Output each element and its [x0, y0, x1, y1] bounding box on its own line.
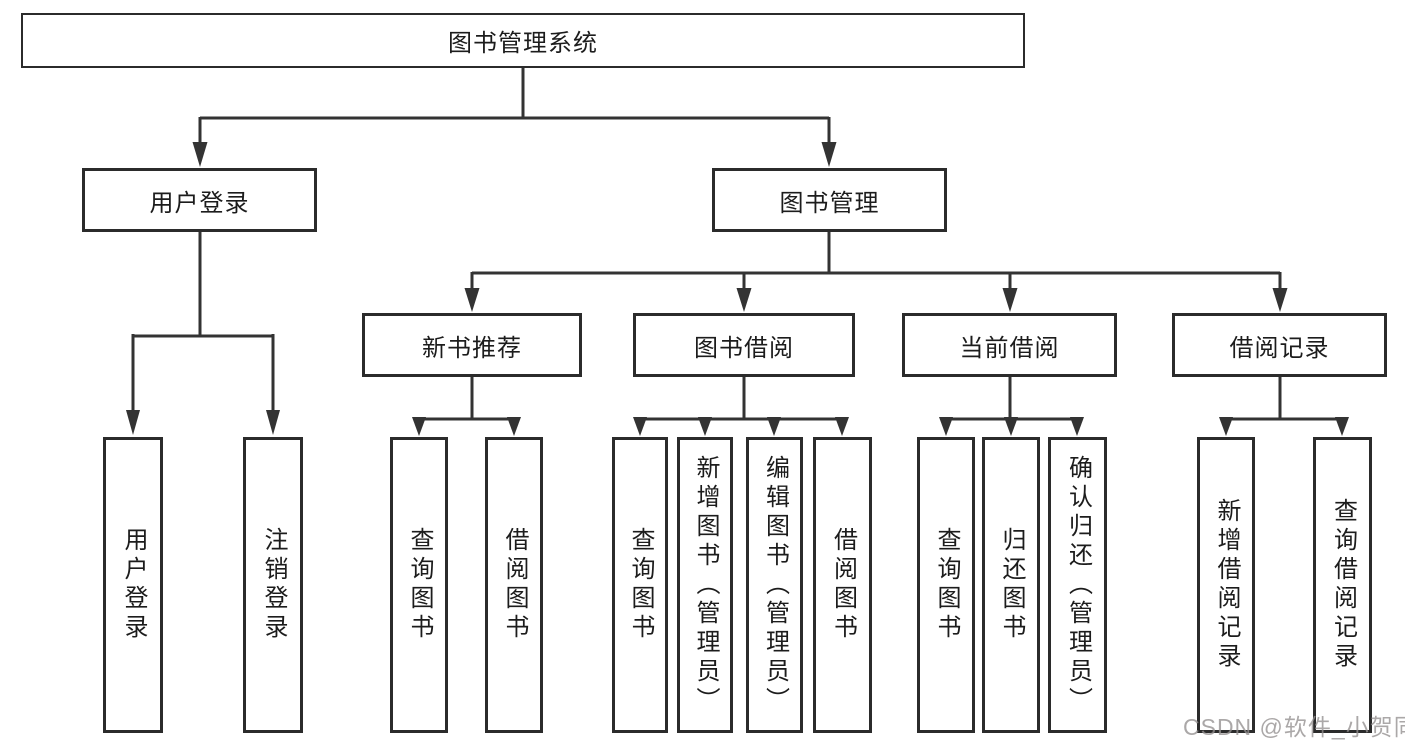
leaf-confirm-return-admin-label: 确认归还（管理员）: [1064, 454, 1092, 716]
leaf-user-login: 用户登录: [103, 437, 163, 733]
root-node-library-system: 图书管理系统: [21, 13, 1025, 68]
branch-user-login: 用户登录: [82, 168, 317, 232]
node-borrow-records-label: 借阅记录: [1229, 334, 1330, 362]
leaf-query-books-1-label: 查询图书: [406, 527, 433, 643]
leaf-borrow-books-1-label: 借阅图书: [501, 527, 528, 643]
leaf-return-books-label: 归还图书: [998, 527, 1025, 643]
leaf-borrow-books-1: 借阅图书: [485, 437, 543, 733]
leaf-edit-books-admin-label: 编辑图书（管理员）: [761, 454, 789, 716]
leaf-query-books-3: 查询图书: [917, 437, 975, 733]
leaf-add-books-admin: 新增图书（管理员）: [677, 437, 733, 733]
leaf-logout-label: 注销登录: [260, 527, 287, 643]
branch-book-management: 图书管理: [712, 168, 947, 232]
leaf-query-borrow-record: 查询借阅记录: [1313, 437, 1372, 733]
node-book-borrowing: 图书借阅: [633, 313, 855, 377]
leaf-logout: 注销登录: [243, 437, 303, 733]
leaf-borrow-books-2: 借阅图书: [813, 437, 872, 733]
leaf-query-borrow-record-label: 查询借阅记录: [1329, 498, 1357, 672]
node-current-borrowing: 当前借阅: [902, 313, 1117, 377]
leaf-return-books: 归还图书: [982, 437, 1040, 733]
branch-user-login-label: 用户登录: [149, 189, 250, 217]
branch-book-management-label: 图书管理: [779, 189, 880, 217]
root-node-label: 图书管理系统: [448, 30, 598, 57]
leaf-add-books-admin-label: 新增图书（管理员）: [692, 454, 719, 716]
leaf-borrow-books-2-label: 借阅图书: [829, 527, 857, 643]
leaf-edit-books-admin: 编辑图书（管理员）: [746, 437, 803, 733]
node-borrow-records: 借阅记录: [1172, 313, 1387, 377]
node-new-book-recommend-label: 新书推荐: [422, 334, 522, 362]
leaf-query-books-2: 查询图书: [612, 437, 668, 733]
leaf-query-books-2-label: 查询图书: [627, 527, 654, 643]
leaf-query-books-1: 查询图书: [390, 437, 448, 733]
leaf-add-borrow-record: 新增借阅记录: [1197, 437, 1255, 733]
leaf-confirm-return-admin: 确认归还（管理员）: [1048, 437, 1107, 733]
leaf-query-books-3-label: 查询图书: [933, 527, 960, 643]
node-current-borrowing-label: 当前借阅: [959, 334, 1060, 362]
node-new-book-recommend: 新书推荐: [362, 313, 582, 377]
leaf-add-borrow-record-label: 新增借阅记录: [1213, 498, 1240, 672]
node-book-borrowing-label: 图书借阅: [694, 334, 794, 362]
leaf-user-login-label: 用户登录: [120, 527, 147, 643]
csdn-watermark: CSDN @软件_小贺同学: [1183, 714, 1405, 740]
